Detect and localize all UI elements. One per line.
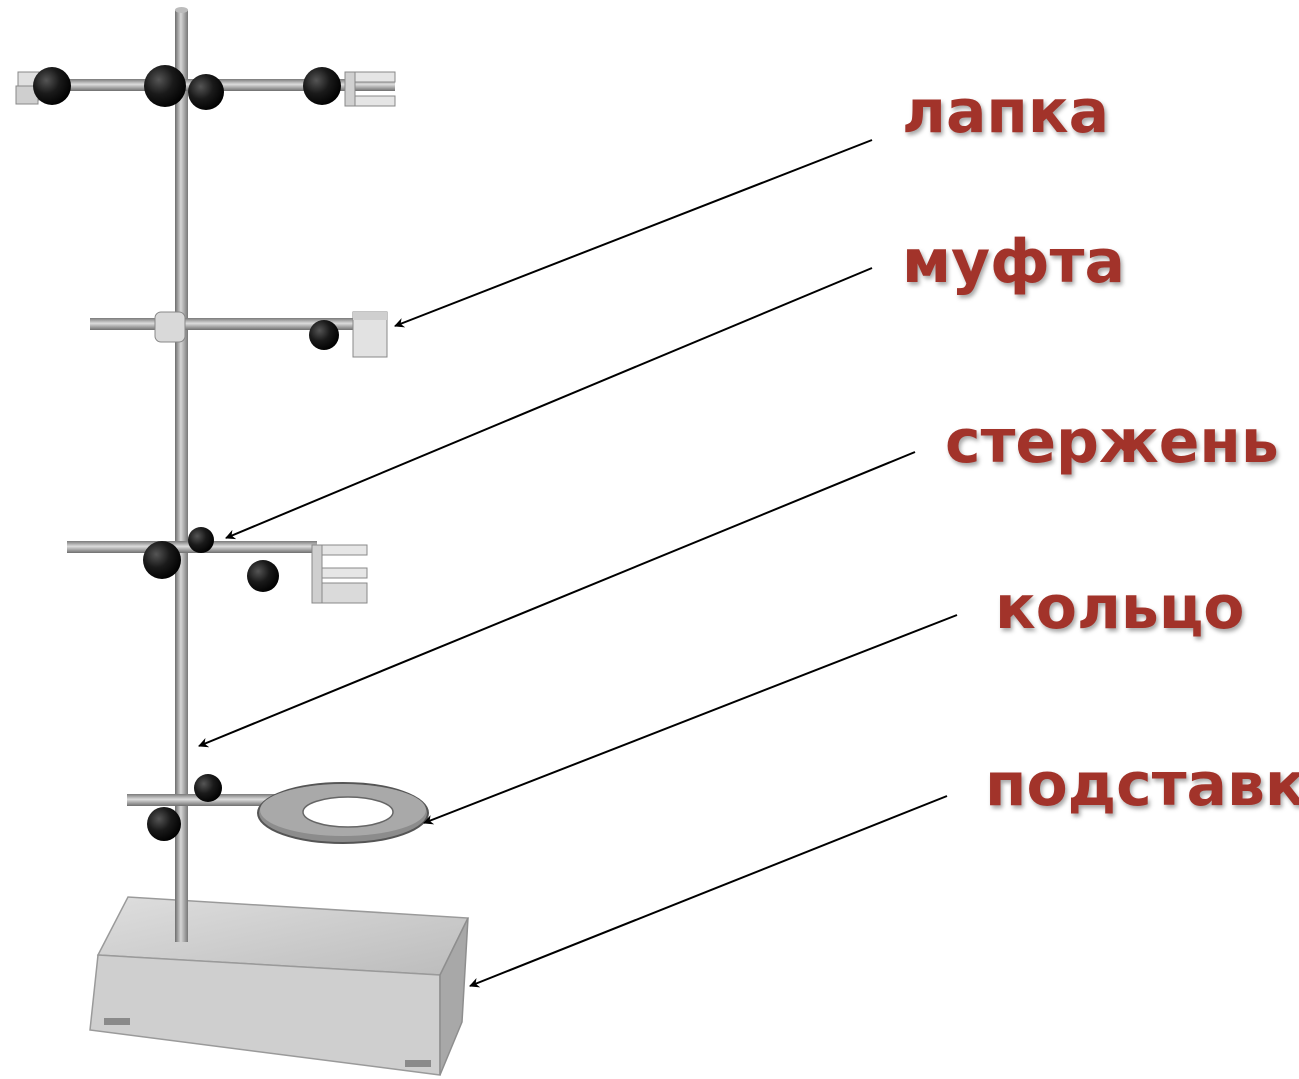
- leader-mufta: [225, 267, 873, 540]
- leader-koltso: [423, 614, 958, 825]
- holder-clamp: [90, 311, 388, 358]
- label-sterzhen: стержень: [945, 407, 1279, 477]
- label-lapka: лапка: [902, 77, 1110, 147]
- boss-clamp: [67, 527, 368, 604]
- leader-lines: [198, 139, 958, 988]
- leader-sterzhen: [198, 451, 916, 748]
- vertical-rod: [175, 7, 188, 942]
- ring-clamp: [127, 774, 429, 844]
- label-podstavka: подставка: [985, 750, 1299, 820]
- label-koltso: кольцо: [995, 573, 1245, 643]
- leader-podstavka: [469, 795, 948, 988]
- top-clamp: [15, 65, 396, 110]
- leader-lapka: [394, 139, 873, 328]
- label-mufta: муфта: [902, 227, 1125, 297]
- stand-base: [89, 896, 470, 1076]
